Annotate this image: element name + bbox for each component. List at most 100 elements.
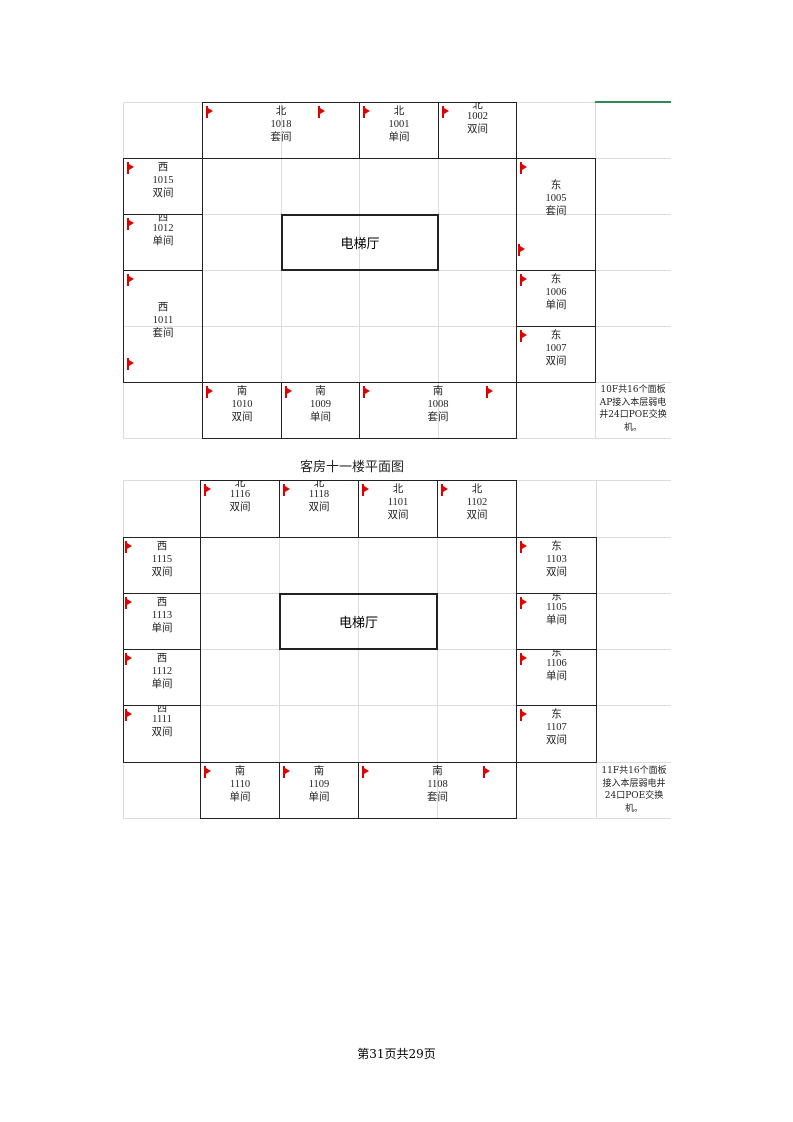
room-num: 1010 [231, 399, 253, 410]
ap-panel-flag-icon [363, 386, 370, 398]
room-dir: 西 [156, 540, 168, 552]
elevator-hall: 电梯厅 [281, 214, 439, 271]
room-num: 1018 [270, 119, 292, 130]
room-dir: 北 [471, 483, 483, 495]
room-dir: 东 [551, 650, 562, 657]
gridline [123, 326, 671, 327]
room-type: 双间 [152, 187, 174, 199]
ap-panel-flag-icon [362, 484, 369, 496]
room-dir: 西 [157, 301, 169, 313]
page-footer: 第31页共29页 [357, 1047, 436, 1061]
room-num: 1011 [152, 315, 174, 326]
room-dir: 北 [392, 483, 404, 495]
room-type: 套间 [270, 131, 292, 143]
room-type: 单间 [546, 670, 567, 682]
room-num: 1009 [310, 399, 331, 410]
room-type: 单间 [151, 622, 173, 634]
room-type: 套间 [427, 411, 449, 423]
ap-panel-flag-icon [125, 597, 132, 609]
room-num: 1111 [152, 714, 172, 725]
room-type: 双间 [387, 509, 409, 521]
room-dir: 南 [313, 765, 325, 777]
ap-panel-flag-icon [520, 653, 527, 665]
room-dir: 西 [157, 215, 169, 222]
room-num: 1112 [151, 666, 173, 677]
ap-panel-flag-icon [285, 386, 292, 398]
room-num: 1116 [229, 489, 251, 500]
ap-panel-flag-icon [125, 541, 132, 553]
room-dir: 北 [472, 103, 483, 110]
room-num: 1115 [151, 554, 173, 565]
room-type: 双间 [151, 566, 173, 578]
room-type: 套间 [427, 791, 448, 803]
ap-panel-flag-icon [520, 274, 527, 286]
room-type: 双间 [545, 355, 567, 367]
room-type: 单间 [151, 678, 173, 690]
ap-panel-flag-icon [362, 766, 369, 778]
room-type: 双间 [467, 123, 488, 135]
room-type: 双间 [546, 566, 567, 578]
room-type: 单间 [546, 614, 567, 626]
ap-panel-flag-icon [318, 106, 325, 118]
ap-panel-flag-icon [127, 218, 134, 230]
room-num: 1101 [387, 497, 409, 508]
room-num: 1106 [546, 658, 567, 669]
ap-panel-flag-icon [520, 541, 527, 553]
room-num: 1007 [545, 343, 567, 354]
gridline [123, 705, 671, 706]
room-dir: 西 [156, 706, 168, 713]
room-dir: 北 [393, 105, 405, 117]
room-num: 1105 [546, 602, 567, 613]
room-num: 1006 [545, 287, 567, 298]
room-dir: 东 [551, 708, 562, 720]
room-type: 双间 [546, 734, 567, 746]
ap-panel-flag-icon [520, 709, 527, 721]
room-num: 1002 [467, 111, 488, 122]
room-num: 1103 [546, 554, 567, 565]
room-num: 1107 [546, 722, 567, 733]
ap-panel-flag-icon [486, 386, 493, 398]
room-dir: 西 [156, 652, 168, 664]
room-dir: 东 [551, 540, 562, 552]
room-num: 1001 [388, 119, 410, 130]
room-num: 1110 [229, 779, 251, 790]
room-dir: 南 [315, 385, 326, 397]
room-dir: 西 [157, 161, 169, 173]
floor-10-note: 10F共16个面板AP接入本层弱电井24口POE交换机。 [599, 385, 667, 433]
ap-panel-flag-icon [127, 162, 134, 174]
ap-panel-flag-icon [520, 330, 527, 342]
ap-panel-flag-icon [283, 484, 290, 496]
room-type: 套间 [152, 327, 174, 339]
room-type: 单间 [310, 411, 331, 423]
room-num: 1118 [308, 489, 330, 500]
room-num: 1108 [427, 779, 448, 790]
room-type: 单间 [308, 791, 330, 803]
ap-panel-flag-icon [283, 766, 290, 778]
ap-panel-flag-icon [125, 709, 132, 721]
room-type: 双间 [151, 726, 173, 738]
elevator-hall: 电梯厅 [279, 593, 438, 650]
room-type: 双间 [231, 411, 253, 423]
room-num: 1008 [427, 399, 449, 410]
room-dir: 东 [550, 273, 562, 285]
